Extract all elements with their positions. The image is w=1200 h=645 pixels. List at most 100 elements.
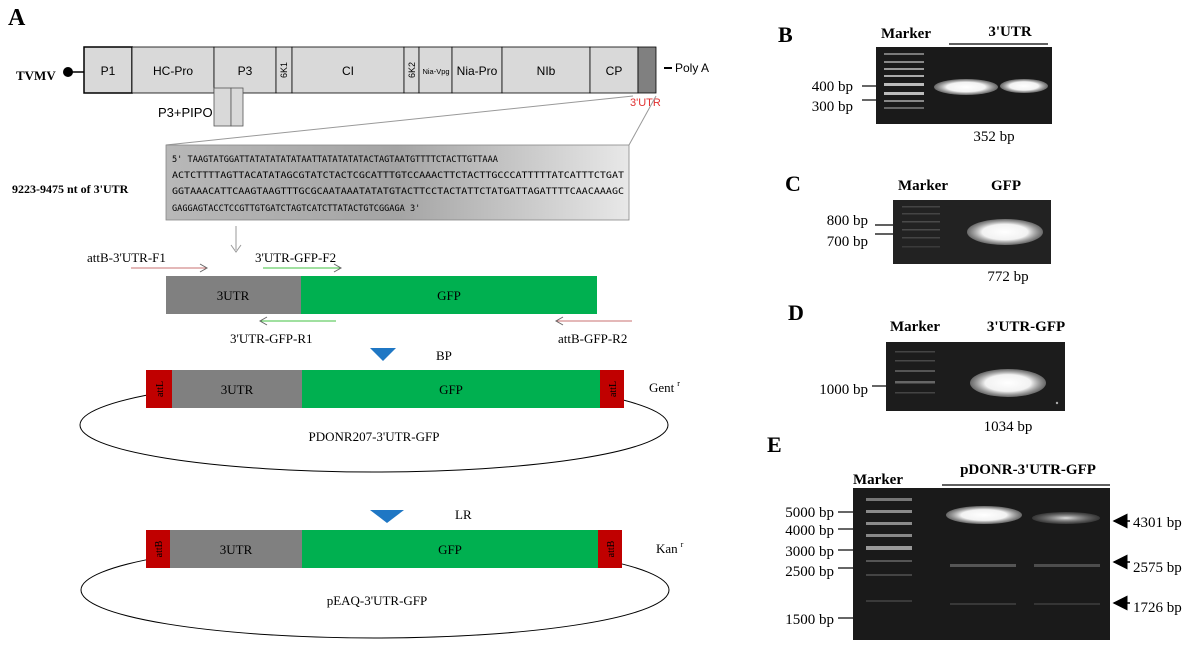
fusion-utr-label: 3UTR xyxy=(217,288,250,303)
segment-label-p3: P3 xyxy=(238,64,253,78)
primer-f2-label: 3'UTR-GFP-F2 xyxy=(255,250,336,265)
plasmid1-gfp-label: GFP xyxy=(439,382,463,397)
lr-label: LR xyxy=(455,507,472,522)
segment-nia-pro xyxy=(451,46,503,94)
gel-b-band-1 xyxy=(934,79,998,95)
gel-e-band-4301-lane1 xyxy=(946,506,1022,524)
gel-b-sample-label: 3'UTR xyxy=(988,24,1032,40)
plasmid2-attb-right: attB xyxy=(606,540,617,557)
segment-label-ci: CI xyxy=(342,64,354,78)
sequence-box: 5' TAAGTATGGATTATATATATATAATTATATATATACT… xyxy=(165,144,630,221)
gel-panel-e: E Marker pDONR-3'UTR-GFP 5000 bp 4000 bp… xyxy=(767,432,1182,640)
gel-b-ladder-400: 400 bp xyxy=(812,79,853,95)
plasmid1-attl-right: attL xyxy=(608,381,619,397)
segment-label-p1: P1 xyxy=(101,64,116,78)
vpg-dot xyxy=(63,67,73,77)
pipo-box-2 xyxy=(230,87,244,127)
gel-e-band-1726-lane2 xyxy=(1034,603,1100,605)
gel-e-marker-label: Marker xyxy=(853,472,903,488)
plasmid2-gfp-label: GFP xyxy=(438,542,462,557)
segment-ci xyxy=(291,46,405,94)
plasmid1-attl-left: attL xyxy=(155,381,166,397)
virus-name: TVMV xyxy=(16,68,56,83)
gel-e-ladder-3000: 3000 bp xyxy=(785,544,834,560)
lr-arrow xyxy=(370,510,404,523)
bp-label: BP xyxy=(436,348,452,363)
gel-b-ladder-300: 300 bp xyxy=(812,99,853,115)
primer-f1-label: attB-3'UTR-F1 xyxy=(87,250,166,265)
gel-e-ladder-1500: 1500 bp xyxy=(785,612,834,628)
plasmid2-name: pEAQ-3'UTR-GFP xyxy=(327,593,428,608)
panel-label-b: B xyxy=(778,22,793,47)
panel-label-c: C xyxy=(785,171,801,196)
gel-e-size-2575: 2575 bp xyxy=(1133,560,1182,576)
pipo-box-1 xyxy=(213,87,232,127)
segment-p3 xyxy=(213,46,277,94)
gel-e-band-4301-lane2 xyxy=(1032,512,1100,524)
segment-label-cp: CP xyxy=(606,64,623,78)
primer-r2-label: attB-GFP-R2 xyxy=(558,331,627,346)
panel-label-a: A xyxy=(8,5,26,31)
gel-e-band-2575-lane1 xyxy=(950,564,1016,567)
gel-c-marker-label: Marker xyxy=(898,178,948,194)
gel-d-size: 1034 bp xyxy=(984,419,1033,435)
gel-e-size-1726: 1726 bp xyxy=(1133,600,1182,616)
gel-c-sample-label: GFP xyxy=(991,178,1021,194)
utr-red-label: 3'UTR xyxy=(630,97,661,109)
genome-map: TVMV Poly A P1 HC-Pro P3 6K1 CI 6K2 Nia-… xyxy=(16,46,709,127)
gel-panel-c: C Marker GFP 800 bp 700 bp 772 bp xyxy=(785,171,1051,285)
plasmid1-name: PDONR207-3'UTR-GFP xyxy=(309,429,440,444)
primer-r1-label: 3'UTR-GFP-R1 xyxy=(230,331,313,346)
segment-nia-vpg xyxy=(418,46,453,94)
segment-hc-pro xyxy=(131,46,215,94)
gel-c-ladder-700: 700 bp xyxy=(827,234,868,250)
gel-e-ladder-5000: 5000 bp xyxy=(785,505,834,521)
sequence-side-label: 9223-9475 nt of 3'UTR xyxy=(12,182,129,196)
fusion-gfp-label: GFP xyxy=(437,288,461,303)
gel-c-band xyxy=(967,219,1043,245)
segment-3utr xyxy=(637,46,657,94)
zoom-line-right xyxy=(628,95,657,146)
segment-label-6k2: 6K2 xyxy=(407,62,417,78)
gel-d-ladder-1000: 1000 bp xyxy=(819,382,868,398)
gel-d-sample-label: 3'UTR-GFP xyxy=(987,319,1065,335)
poly-a-label: Poly A xyxy=(675,61,709,75)
segment-label-nia-pro: Nia-Pro xyxy=(457,64,498,78)
segment-label-hc-pro: HC-Pro xyxy=(153,64,193,78)
gel-e-band-2575-lane2 xyxy=(1034,564,1100,567)
plasmid2-utr-label: 3UTR xyxy=(220,542,253,557)
segment-label-6k1: 6K1 xyxy=(279,62,289,78)
panel-label-d: D xyxy=(788,300,804,325)
sequence-line-3: GGTAAACATTCAAGTAAGTTTGCGCAATAAATATATGTAC… xyxy=(172,187,624,197)
gel-e-ladder-2500: 2500 bp xyxy=(785,564,834,580)
gel-e-sample-label: pDONR-3'UTR-GFP xyxy=(960,462,1096,478)
sequence-line-1: 5' TAAGTATGGATTATATATATATAATTATATATATACT… xyxy=(172,155,499,165)
gel-c-size: 772 bp xyxy=(987,269,1028,285)
plasmid-1: attL attL 3UTR GFP PDONR207-3'UTR-GFP Ge… xyxy=(79,370,680,473)
bp-arrow xyxy=(370,348,396,361)
sequence-line-4: GAGGAGTACCTCCGTTGTGATCTAGTCATCTTATACTGTC… xyxy=(172,204,420,214)
gel-panel-b: B Marker 3'UTR 400 bp 300 bp 352 bp xyxy=(778,22,1052,145)
pipo-label: P3+PIPO xyxy=(158,105,213,120)
segment-label-nia-vpg: Nia-Vpg xyxy=(422,67,449,76)
plasmid2-attb-left: attB xyxy=(154,540,165,557)
gel-d-marker-label: Marker xyxy=(890,319,940,335)
plasmid1-utr-label: 3UTR xyxy=(221,382,254,397)
gel-c-ladder-800: 800 bp xyxy=(827,213,868,229)
panel-label-e: E xyxy=(767,432,782,457)
gel-panel-d: D Marker 3'UTR-GFP 1000 bp 1034 bp xyxy=(788,300,1065,435)
zoom-line-left xyxy=(165,95,634,146)
gel-e-ladder-4000: 4000 bp xyxy=(785,523,834,539)
gel-b-marker-label: Marker xyxy=(881,26,931,42)
segment-label-nib: NIb xyxy=(537,64,556,78)
primers: attB-3'UTR-F1 3'UTR-GFP-F2 3'UTR-GFP-R1 … xyxy=(87,250,632,346)
gel-e-band-1726-lane1 xyxy=(950,603,1016,605)
fusion-product: 3UTR GFP xyxy=(166,276,597,314)
gel-b-size: 352 bp xyxy=(973,129,1014,145)
gel-d-band xyxy=(970,369,1046,397)
sequence-line-2: ACTCTTTTAGTTACATATAGCGTATCTACTCGCATTTGTC… xyxy=(172,171,624,181)
